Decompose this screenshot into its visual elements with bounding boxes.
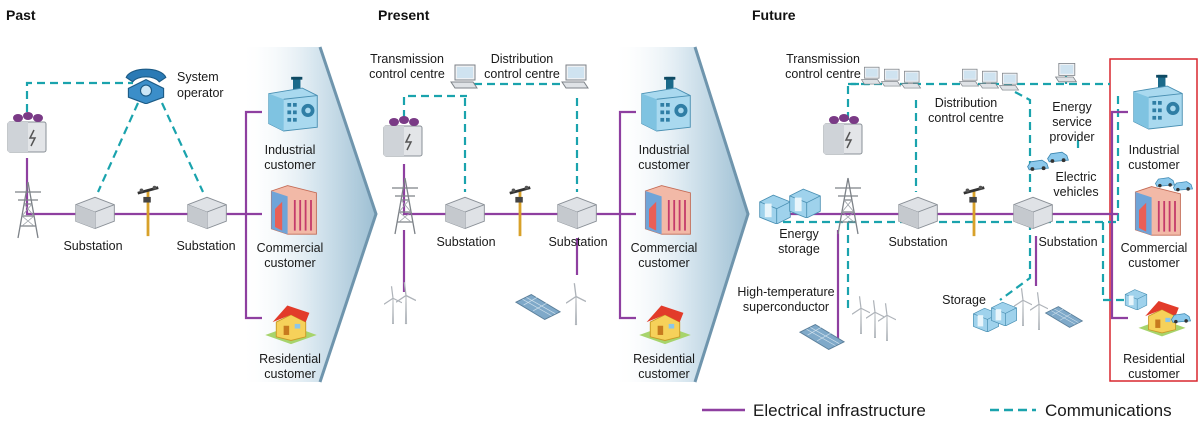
battery-storage-icon	[1124, 289, 1148, 310]
wind-turbine-icon	[566, 282, 586, 326]
electric-car-icon	[1027, 159, 1049, 172]
electric-car-icon	[1173, 181, 1193, 192]
distribution-control-label: Distribution	[491, 52, 554, 66]
distribution-control-label-2: control centre	[484, 67, 560, 81]
energy-storage-label: Energy	[779, 227, 819, 241]
commercial-customer-label-2: customer	[1128, 256, 1179, 270]
substation-label: Substation	[548, 235, 607, 249]
industrial-customer-label: Industrial	[265, 143, 316, 157]
system-operator-label-2: operator	[177, 86, 224, 100]
residential-customer-label: Residential	[259, 352, 321, 366]
distribution-control-label-2: control centre	[928, 111, 1004, 125]
transmission-control-label-2: control centre	[369, 67, 445, 81]
computer-icon	[450, 64, 478, 89]
wind-turbine-icon	[396, 281, 416, 325]
substation-label: Substation	[888, 235, 947, 249]
substation-icon	[557, 196, 597, 230]
legend: Electrical infrastructure Communications	[702, 401, 1172, 420]
computer-icon	[561, 64, 589, 89]
legend-communications-label: Communications	[1045, 401, 1172, 420]
computer-icon	[881, 68, 901, 87]
residential-customer-label-2: customer	[264, 367, 315, 381]
past-electrical-lines	[25, 110, 262, 320]
utility-pole-icon	[508, 184, 532, 238]
substation-icon	[1013, 196, 1053, 230]
wind-turbine-icon	[852, 295, 870, 335]
telephone-icon	[125, 68, 167, 104]
generator-icon	[383, 115, 423, 157]
substation-label: Substation	[1038, 235, 1097, 249]
legend-electrical-label: Electrical infrastructure	[753, 401, 926, 420]
chevron-past-edge	[318, 46, 378, 383]
utility-pole-icon	[962, 184, 986, 238]
industrial-customer-label-2: customer	[1128, 158, 1179, 172]
system-operator-label: System	[177, 70, 219, 84]
industrial-customer-label-2: customer	[638, 158, 689, 172]
commercial-customer-label: Commercial	[257, 241, 324, 255]
past-communications-lines	[25, 81, 204, 193]
electric-vehicles-label-2: vehicles	[1053, 185, 1098, 199]
era-heading-present: Present	[378, 7, 430, 23]
industrial-customer-label: Industrial	[1129, 143, 1180, 157]
substation-icon	[898, 196, 938, 230]
wind-turbine-icon	[1030, 291, 1048, 331]
electric-car-icon	[1047, 151, 1069, 164]
future-electrical-lines	[783, 110, 1128, 340]
industrial-customer-label-2: customer	[264, 158, 315, 172]
future-customers-highlight	[1109, 58, 1198, 382]
computer-icon	[901, 70, 921, 89]
energy-service-provider-label-2: service	[1052, 115, 1092, 129]
substation-label: Substation	[176, 239, 235, 253]
energy-service-provider-label: Energy	[1052, 100, 1092, 114]
transmission-control-label-2: control centre	[785, 67, 861, 81]
residential-customer-label-2: customer	[638, 367, 689, 381]
substation-icon	[445, 196, 485, 230]
substation-label: Substation	[436, 235, 495, 249]
battery-storage-icon	[759, 194, 791, 224]
substation-icon	[75, 196, 115, 230]
utility-pole-icon	[136, 184, 160, 238]
substation-icon	[187, 196, 227, 230]
residential-customer-label: Residential	[633, 352, 695, 366]
energy-storage-label-2: storage	[778, 242, 820, 256]
residential-customer-label: Residential	[1123, 352, 1185, 366]
office-building-icon	[644, 184, 692, 236]
computer-icon	[861, 66, 881, 85]
chevron-present-edge	[693, 46, 750, 383]
computer-icon	[979, 70, 999, 89]
industrial-customer-label: Industrial	[639, 143, 690, 157]
wind-turbine-icon	[384, 285, 402, 325]
storage-label: Storage	[942, 293, 986, 307]
era-heading-future: Future	[752, 7, 796, 23]
high-temperature-superconductor-label-2: superconductor	[743, 300, 829, 314]
electric-car-icon	[1155, 177, 1175, 188]
computer-icon	[999, 72, 1019, 91]
office-building-icon	[1134, 185, 1182, 237]
substation-label: Substation	[63, 239, 122, 253]
era-heading-past: Past	[6, 7, 36, 23]
solar-panel-icon	[1045, 306, 1083, 328]
commercial-customer-label: Commercial	[631, 241, 698, 255]
generator-icon	[823, 113, 863, 155]
solar-panel-icon	[515, 294, 561, 320]
present-communications-lines	[402, 82, 579, 192]
commercial-customer-label: Commercial	[1121, 241, 1188, 255]
transmission-control-label: Transmission	[786, 52, 860, 66]
generator-icon	[7, 111, 47, 153]
energy-service-provider-label-3: provider	[1049, 130, 1094, 144]
high-temperature-superconductor-label: High-temperature	[737, 285, 834, 299]
wind-turbine-icon	[878, 302, 896, 342]
commercial-customer-label-2: customer	[638, 256, 689, 270]
computer-icon	[1055, 62, 1077, 83]
transmission-control-label: Transmission	[370, 52, 444, 66]
electric-vehicles-label: Electric	[1056, 170, 1097, 184]
office-building-icon	[270, 184, 318, 236]
computer-icon	[959, 68, 979, 87]
factory-icon	[1133, 74, 1183, 130]
commercial-customer-label-2: customer	[264, 256, 315, 270]
residential-customer-label-2: customer	[1128, 367, 1179, 381]
distribution-control-label: Distribution	[935, 96, 998, 110]
electric-car-icon	[1171, 313, 1191, 324]
